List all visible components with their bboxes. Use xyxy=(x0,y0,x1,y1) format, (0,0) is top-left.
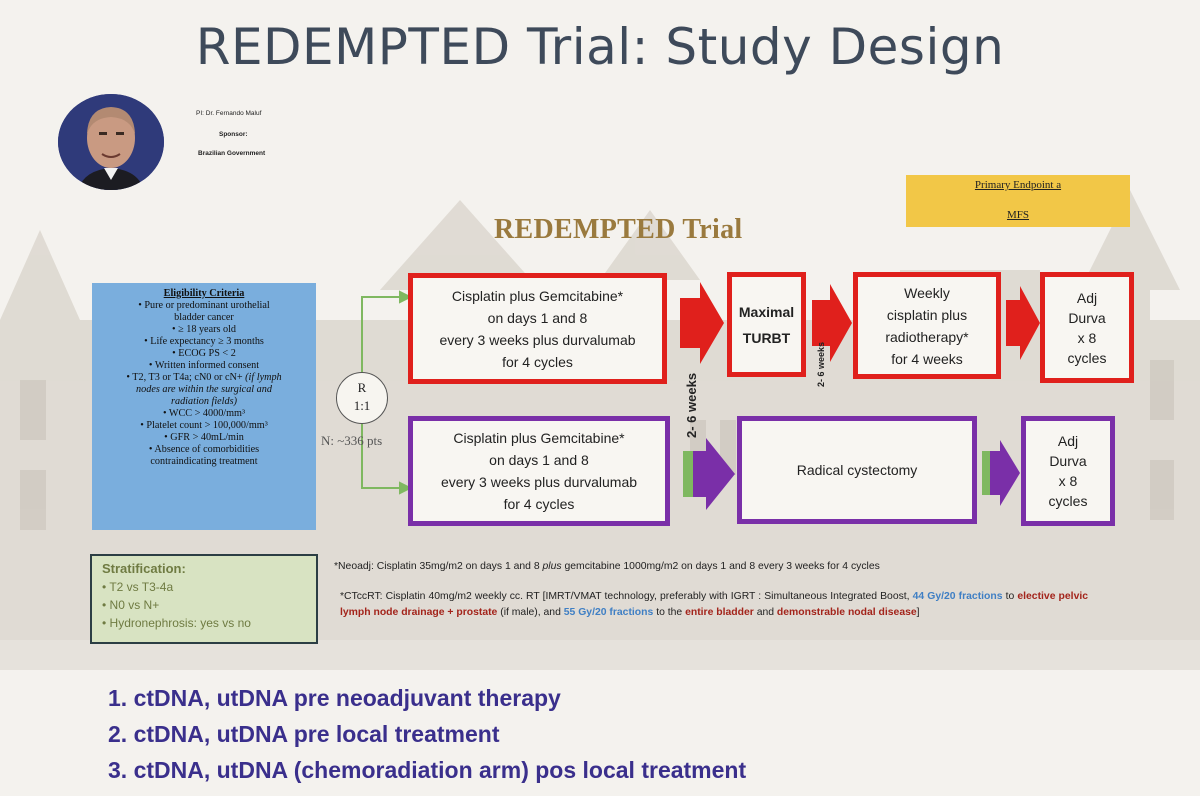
eligibility-line: contraindicating treatment xyxy=(150,456,258,467)
arm-b-arrows xyxy=(683,438,1020,510)
box-line: Durva xyxy=(1068,309,1106,326)
arrow-icon xyxy=(812,284,852,362)
arm-a-neoadjuvant-box: Cisplatin plus Gemcitabine* on days 1 an… xyxy=(408,273,667,384)
box-line: Cisplatin plus Gemcitabine* xyxy=(453,430,625,446)
eligibility-line: • Life expectancy ≥ 3 months xyxy=(144,336,264,347)
stratification-item: • N0 vs N+ xyxy=(102,598,160,612)
chemoradiation-footnote: *CTccRT: Cisplatin 40mg/m2 weekly cc. RT… xyxy=(340,589,1088,621)
arm-a-arrows xyxy=(680,282,1040,364)
sponsor-label: Sponsor: xyxy=(219,131,248,138)
box-line: on days 1 and 8 xyxy=(487,309,588,326)
eligibility-line: • ECOG PS < 2 xyxy=(172,348,236,359)
interval-label: 2- 6 weeks xyxy=(816,341,826,387)
eligibility-line: • GFR > 40mL/min xyxy=(164,432,244,443)
eligibility-stage: • T2, T3 or T4a; cN0 or cN+ xyxy=(126,372,243,383)
avatar xyxy=(58,94,164,190)
eligibility-stage-note: (if lymph xyxy=(245,372,282,383)
box-line: radiotherapy* xyxy=(885,328,969,345)
randomization-connector xyxy=(361,290,413,495)
sponsor-value: Brazilian Government xyxy=(198,150,266,157)
slide-title: REDEMPTED Trial: Study Design xyxy=(195,18,1005,76)
box-line: Maximal xyxy=(738,303,795,320)
box-line: x 8 xyxy=(1077,329,1097,346)
box-line: Radical cystectomy xyxy=(796,462,918,478)
note-target: elective pelvic lymph node drainage + pr… xyxy=(340,591,1089,618)
note-text: and xyxy=(756,607,775,618)
eligibility-line: radiation fields) xyxy=(171,396,237,407)
box-line: for 4 cycles xyxy=(502,353,573,370)
arrow-icon xyxy=(1006,286,1040,360)
sample-size-label: N: ~336 pts xyxy=(321,433,383,448)
box-line: on days 1 and 8 xyxy=(489,452,589,468)
arm-a-adjuvant-box: Adj Durva x 8 cycles xyxy=(1040,272,1134,383)
note-dose: 44 Gy/20 fractions xyxy=(912,591,1003,602)
arrow-icon xyxy=(693,438,735,510)
arm-b-neoadjuvant-box: Cisplatin plus Gemcitabine* on days 1 an… xyxy=(408,416,670,526)
note-target: entire bladder xyxy=(685,607,754,618)
box-line: cycles xyxy=(1067,349,1107,366)
note-text: *Neoadj: Cisplatin 35mg/m2 on days 1 and… xyxy=(334,561,540,572)
primary-endpoint-box: Primary Endpoint a MFS xyxy=(906,175,1130,227)
eligibility-line: • ≥ 18 years old xyxy=(171,324,237,335)
neoadjuvant-footnote: *Neoadj: Cisplatin 35mg/m2 on days 1 and… xyxy=(334,561,880,572)
arm-a-turbt-box: Maximal TURBT xyxy=(727,272,806,377)
note-dose: 55 Gy/20 fractions xyxy=(563,607,654,618)
box-line: Adj xyxy=(1057,433,1079,449)
note-target: demonstrable nodal disease xyxy=(776,607,917,618)
box-line: Cisplatin plus Gemcitabine* xyxy=(451,287,624,304)
eligibility-line: • Pure or predominant urothelial xyxy=(138,300,270,311)
primary-endpoint-value: MFS xyxy=(1006,209,1030,221)
primary-endpoint-label: Primary Endpoint a xyxy=(974,179,1062,191)
box-line: for 4 weeks xyxy=(891,350,963,367)
box-line: every 3 weeks plus durvalumab xyxy=(439,331,636,348)
box-line: for 4 cycles xyxy=(503,496,575,512)
eligibility-line: bladder cancer xyxy=(174,312,234,323)
eligibility-line: • T2, T3 or T4a; cN0 or cN+ (if lymph xyxy=(92,372,316,384)
eligibility-heading: Eligibility Criteria xyxy=(163,288,245,299)
stratification-item: • Hydronephrosis: yes vs no xyxy=(102,616,251,630)
note-text: to the xyxy=(656,607,683,618)
note-text: gemcitabine 1000mg/m2 on days 1 and 8 ev… xyxy=(564,561,880,572)
note-text: *CTccRT: Cisplatin 40mg/m2 weekly cc. RT… xyxy=(340,591,910,602)
note-text: to xyxy=(1005,591,1015,602)
box-line: TURBT xyxy=(742,329,791,346)
pi-name: PI: Dr. Fernando Maluf xyxy=(196,110,262,117)
arm-b-surgery-box: Radical cystectomy xyxy=(737,416,977,524)
note-text: ] xyxy=(916,607,920,618)
biomarker-point: 1. ctDNA, utDNA pre neoadjuvant therapy xyxy=(108,685,561,711)
trial-label: REDEMPTED Trial xyxy=(494,214,743,245)
stratification-box: Stratification: • T2 vs T3-4a • N0 vs N+… xyxy=(90,554,318,644)
box-line: Adj xyxy=(1076,289,1098,306)
eligibility-line: nodes are within the surgical and xyxy=(136,384,272,395)
eligibility-line: • WCC > 4000/mm³ xyxy=(162,408,246,419)
eligibility-line: • Written informed consent xyxy=(148,360,260,371)
box-line: Durva xyxy=(1049,453,1087,469)
stratification-item: • T2 vs T3-4a xyxy=(102,580,174,594)
box-line: Weekly xyxy=(904,284,950,301)
arm-a-chemoradiation-box: Weekly cisplatin plus radiotherapy* for … xyxy=(853,272,1001,379)
randomization-ratio: 1:1 xyxy=(353,398,371,413)
randomization-node: R 1:1 xyxy=(336,372,388,424)
portrait-icon xyxy=(58,94,164,190)
note-text: plus xyxy=(542,561,562,572)
box-line: every 3 weeks plus durvalumab xyxy=(440,474,638,490)
box-line: cisplatin plus xyxy=(886,306,968,323)
eligibility-criteria-box: Eligibility Criteria • Pure or predomina… xyxy=(92,283,316,530)
eligibility-line: • Absence of comorbidities xyxy=(148,444,260,455)
biomarker-point: 2. ctDNA, utDNA pre local treatment xyxy=(108,721,500,747)
eligibility-line: • Platelet count > 100,000/mm³ xyxy=(140,420,268,431)
arm-b-adjuvant-box: Adj Durva x 8 cycles xyxy=(1021,416,1115,526)
interval-label: 2- 6 weeks xyxy=(684,372,699,438)
arrow-icon xyxy=(680,282,724,364)
randomization-letter: R xyxy=(357,380,367,395)
stratification-heading: Stratification: xyxy=(102,561,186,576)
box-line: cycles xyxy=(1048,493,1088,509)
note-text: (if male), and xyxy=(500,607,561,618)
biomarker-point: 3. ctDNA, utDNA (chemoradiation arm) pos… xyxy=(108,757,747,783)
arrow-icon xyxy=(990,440,1020,506)
box-line: x 8 xyxy=(1058,473,1078,489)
